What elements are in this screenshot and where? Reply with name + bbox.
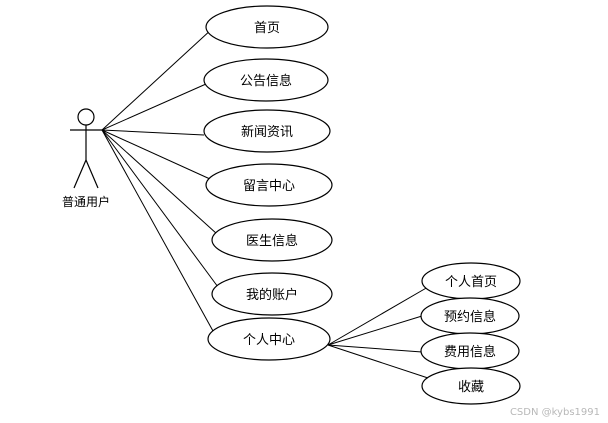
assoc-personal-home: [327, 286, 429, 346]
use-case-fees: 费用信息: [420, 332, 520, 370]
use-case-label: 首页: [254, 21, 280, 36]
use-case-home: 首页: [205, 5, 329, 49]
use-case-personal-home: 个人首页: [421, 262, 521, 300]
use-case-news: 新闻资讯: [203, 109, 331, 153]
use-case-label: 留言中心: [243, 179, 295, 194]
watermark: CSDN @kybs1991: [510, 407, 600, 418]
assoc-announcements: [101, 83, 207, 131]
use-case-label: 预约信息: [444, 309, 496, 325]
use-case-ellipse: [203, 109, 331, 153]
assoc-account: [101, 129, 219, 288]
actor-label: 普通用户: [62, 194, 110, 209]
actor: 普通用户: [62, 108, 110, 209]
use-case-label: 医生信息: [246, 233, 298, 249]
use-case-personal-center: 个人中心: [207, 317, 331, 361]
actor-head-icon: [77, 108, 95, 126]
use-case-ellipse: [421, 367, 521, 405]
use-case-ellipse: [211, 218, 333, 262]
use-case-doctors: 医生信息: [211, 218, 333, 262]
use-case-label: 个人首页: [445, 275, 497, 290]
use-case-label: 费用信息: [444, 344, 496, 360]
use-case-favorites: 收藏: [421, 367, 521, 405]
use-case-appointments: 预约信息: [420, 297, 520, 335]
use-case-label: 个人中心: [243, 333, 295, 348]
use-case-ellipse: [205, 163, 333, 207]
use-case-label: 新闻资讯: [241, 124, 293, 140]
use-case-ellipse: [205, 5, 329, 49]
use-case-ellipse: [203, 58, 329, 102]
use-case-label: 收藏: [458, 380, 484, 395]
assoc-doctors: [101, 129, 218, 235]
use-case-label: 公告信息: [240, 73, 292, 89]
actor-associations: [101, 27, 219, 332]
assoc-favorites: [327, 344, 429, 379]
assoc-news: [101, 129, 205, 136]
assoc-personal-center: [101, 129, 214, 332]
assoc-home: [101, 27, 214, 131]
use-case-label: 我的账户: [246, 287, 298, 303]
use-case-ellipse: [207, 317, 331, 361]
use-case-account: 我的账户: [211, 272, 333, 316]
use-case-messages: 留言中心: [205, 163, 333, 207]
actor-right-leg: [85, 159, 99, 189]
sub-associations: [327, 286, 429, 379]
assoc-messages: [101, 129, 211, 180]
actor-left-leg: [73, 159, 87, 189]
use-case-announcements: 公告信息: [203, 58, 329, 102]
use-case-ellipse: [211, 272, 333, 316]
assoc-appointments: [327, 315, 423, 346]
assoc-fees: [327, 344, 423, 353]
